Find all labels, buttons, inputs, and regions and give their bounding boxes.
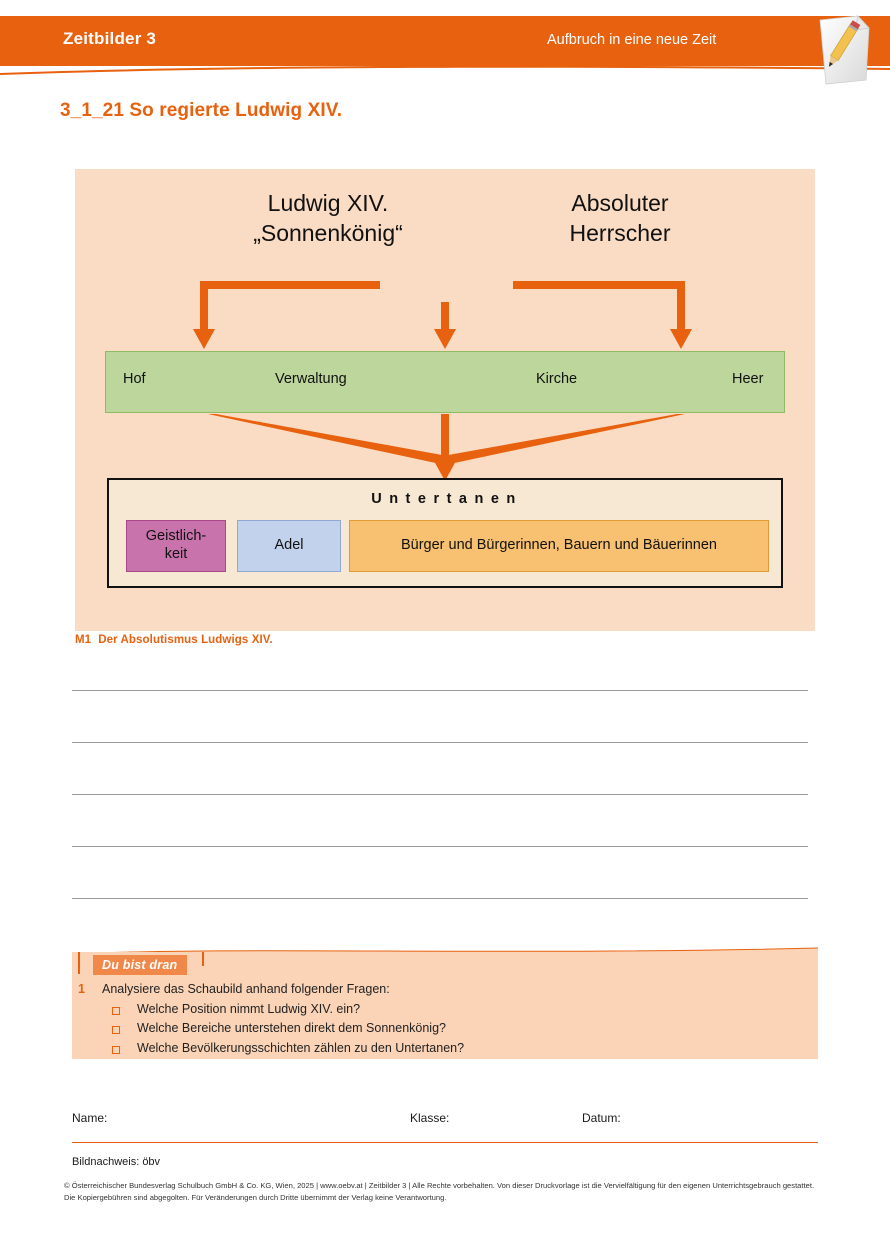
writing-line [72, 794, 808, 795]
diagram-heading-ludwig: Ludwig XIV. „Sonnenkönig“ [203, 189, 453, 249]
subjects-title: Untertanen [371, 491, 523, 507]
estate-nobility-label: Adel [274, 537, 304, 554]
figure-caption-label: M1 [75, 634, 92, 646]
task-checkbox[interactable] [112, 1007, 120, 1015]
task-badge: Du bist dran [93, 955, 188, 975]
estate-commons: Bürger und Bürgerinnen, Bauern und Bäuer… [349, 520, 769, 572]
diagram-heading-ludwig-line1: Ludwig XIV. [267, 190, 389, 216]
copyright-line-2: Unterrichtsgebrauch gestattet. Die Kopie… [64, 1181, 815, 1202]
diagram-heading-absoluter: Absoluter Herrscher [495, 189, 745, 249]
footer-divider [72, 1142, 818, 1144]
figure-caption: M1 Der Absolutismus Ludwigs XIV. [75, 634, 273, 646]
task-item-3: Welche Bevölkerungsschichten zählen zu d… [137, 1041, 465, 1055]
field-label-klasse: Klasse: [410, 1111, 450, 1125]
task-item-1: Welche Position nimmt Ludwig XIV. ein? [137, 1002, 361, 1016]
writing-line [72, 898, 808, 899]
badge-tick-right [202, 952, 204, 966]
field-label-name: Name: [72, 1111, 108, 1125]
task-checkbox[interactable] [112, 1026, 120, 1034]
authority-label-heer: Heer [732, 371, 764, 387]
estate-clergy-label: Geistlich-keit [145, 528, 207, 562]
writing-line [72, 742, 808, 743]
authority-label-verwaltung: Verwaltung [275, 371, 347, 387]
diagram-panel: Ludwig XIV. „Sonnenkönig“ Absoluter Herr… [75, 169, 815, 631]
estate-commons-label: Bürger und Bürgerinnen, Bauern und Bäuer… [400, 537, 717, 554]
diagram-heading-ludwig-line2: „Sonnenkönig“ [253, 219, 403, 246]
writing-lines-area [72, 690, 808, 920]
writing-line [72, 846, 808, 847]
header-bar [0, 16, 890, 66]
page-title: 3_1_21 So regierte Ludwig XIV. [60, 100, 343, 121]
diagram-heading-absoluter-line2: Herrscher [569, 219, 671, 246]
task-number: 1 [78, 982, 85, 996]
badge-tick-left [78, 952, 80, 974]
task-item-2: Welche Bereiche unterstehen direkt dem S… [137, 1021, 446, 1035]
copyright-notice: © Österreichischer Bundesverlag Schulbuc… [64, 1180, 824, 1203]
copyright-line-1: © Österreichischer Bundesverlag Schulbuc… [64, 1181, 711, 1190]
header-subtitle: Aufbruch in eine neue Zeit [547, 32, 717, 48]
task-box [72, 952, 818, 1059]
pencil-paper-icon [819, 15, 870, 85]
field-label-datum: Datum: [582, 1111, 621, 1125]
authority-label-kirche: Kirche [536, 371, 578, 387]
subjects-box: Untertanen Geistlich-keit Adel Bürger un… [107, 478, 783, 588]
authority-label-hof: Hof [123, 371, 146, 387]
image-credit: Bildnachweis: öbv [72, 1156, 161, 1168]
task-checkbox[interactable] [112, 1046, 120, 1054]
writing-line [72, 690, 808, 691]
diagram-heading-absoluter-line1: Absoluter [571, 190, 669, 216]
figure-caption-text: Der Absolutismus Ludwigs XIV. [98, 634, 273, 646]
header-title: Zeitbilder 3 [63, 29, 157, 48]
estate-clergy: Geistlich-keit [126, 520, 226, 572]
estate-nobility: Adel [237, 520, 341, 572]
authorities-band: Hof Verwaltung Kirche Heer [105, 351, 785, 413]
task-stem: Analysiere das Schaubild anhand folgende… [102, 982, 390, 996]
